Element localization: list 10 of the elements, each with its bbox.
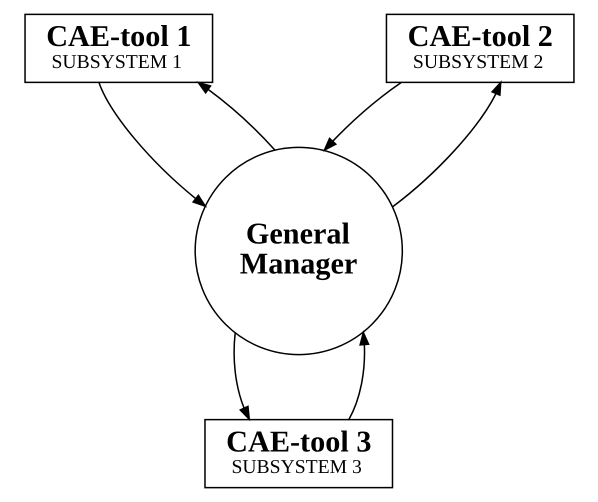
arrow: [322, 82, 402, 152]
arrow: [232, 333, 250, 422]
arrow: [348, 330, 370, 420]
arrow: [196, 81, 275, 151]
arrow: [392, 80, 502, 208]
node-box: CAE-tool 1 SUBSYSTEM 1: [24, 14, 213, 84]
node-circle: General Manager: [194, 146, 403, 356]
arrow: [98, 82, 207, 208]
node-box: CAE-tool 2 SUBSYSTEM 2: [385, 14, 574, 84]
node-box: CAE-tool 3 SUBSYSTEM 3: [204, 418, 393, 488]
